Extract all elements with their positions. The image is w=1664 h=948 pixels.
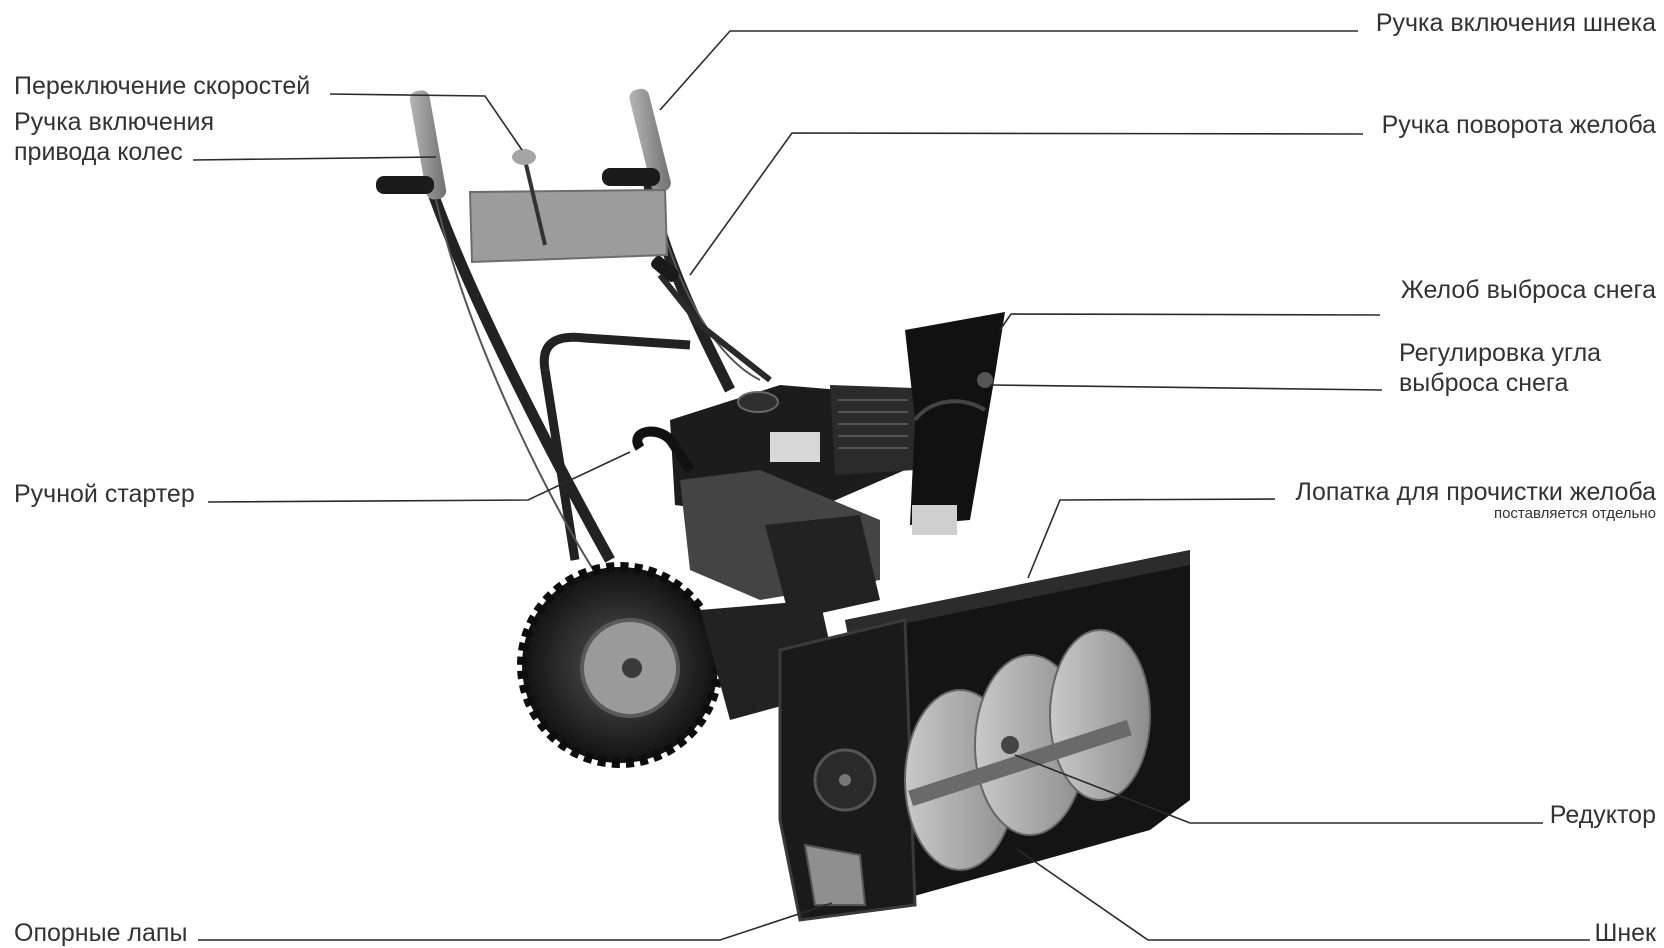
leader-support-feet bbox=[198, 902, 833, 941]
label-snow-chute: Желоб выброса снега bbox=[1400, 276, 1656, 304]
leader-chute-clean bbox=[1027, 498, 1276, 579]
wheel bbox=[517, 562, 723, 768]
label-manual-starter: Ручной стартер bbox=[14, 480, 195, 508]
label-auger-engage: Ручка включения шнека bbox=[1375, 9, 1656, 37]
leader-auger bbox=[1017, 849, 1590, 941]
support-foot bbox=[803, 843, 867, 906]
snow-chute bbox=[905, 312, 1005, 535]
leader-wheel-drive bbox=[192, 156, 437, 161]
snowblower-image bbox=[376, 88, 1190, 922]
leader-chute-angle bbox=[989, 384, 1383, 391]
engine bbox=[632, 385, 915, 620]
label-wheel-drive-line2: привода колес bbox=[14, 138, 183, 166]
chute-crank bbox=[651, 256, 772, 383]
label-chute-rotation: Ручка поворота желоба bbox=[1381, 111, 1656, 139]
leader-auger-engage bbox=[659, 30, 1358, 111]
label-auger: Шнек bbox=[1594, 919, 1656, 947]
speed-shift-lever bbox=[512, 149, 547, 246]
label-wheel-drive-line1: Ручка включения bbox=[14, 108, 215, 136]
label-gearbox: Редуктор bbox=[1549, 801, 1656, 829]
leader-snow-chute bbox=[999, 313, 1381, 331]
leader-gearbox bbox=[1014, 754, 1543, 824]
label-chute-clean-note: поставляется отдельно bbox=[1493, 505, 1656, 522]
label-chute-clean-shovel: Лопатка для прочистки желоба bbox=[1295, 478, 1656, 506]
leader-manual-starter bbox=[207, 451, 631, 503]
leader-lines bbox=[192, 30, 1590, 941]
auger-blades bbox=[904, 629, 1151, 871]
label-chute-angle-line1: Регулировка угла bbox=[1399, 339, 1602, 367]
label-support-feet: Опорные лапы bbox=[14, 919, 188, 947]
label-speed-shift: Переключение скоростей bbox=[14, 72, 311, 100]
dash-panel bbox=[468, 188, 669, 264]
leader-chute-rotation bbox=[689, 132, 1364, 276]
label-chute-angle-line2: выброса снега bbox=[1399, 369, 1569, 397]
leader-speed-shift bbox=[329, 93, 523, 151]
